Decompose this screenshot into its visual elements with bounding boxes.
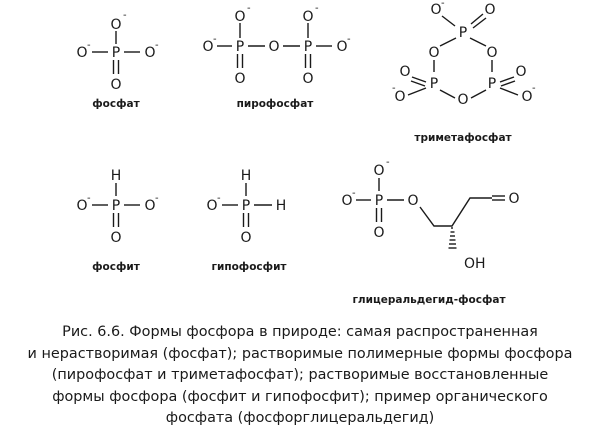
pyro-o-left: O — [202, 39, 213, 55]
phosphite-label: фосфит — [92, 261, 141, 273]
hypo-h-right: H — [276, 198, 287, 214]
tmp-double-bond-right-a — [499, 76, 515, 83]
caption-line-1: Рис. 6.6. Формы фосфора в природе: самая… — [0, 322, 600, 344]
phosphite-o-left-charge: - — [87, 193, 91, 204]
gap-o-left-charge: - — [352, 188, 356, 199]
gap-o-left: O — [341, 193, 352, 209]
gap-o-top-charge: - — [386, 157, 390, 168]
pyrophosphate-label: пирофосфат — [237, 98, 315, 110]
pyro-o-right-charge: - — [347, 34, 351, 45]
tmp-o-top-left-charge: - — [441, 0, 445, 9]
hypo-o-left-charge: - — [217, 193, 221, 204]
tmp-bond-top-left — [441, 15, 456, 27]
caption-line-2: и нерастворимая (фосфат); растворимые по… — [27, 345, 573, 362]
phosphate-o-top-charge: - — [123, 10, 127, 21]
hypophosphite-structure: H O - P H O гипофосфит — [206, 168, 287, 273]
figure-caption: Рис. 6.6. Формы фосфора в природе: самая… — [0, 322, 600, 430]
pyrophosphate-structure: O - O - O - P O P O - O O пирофосфат — [202, 3, 351, 110]
tmp-o-right-lower: O — [521, 89, 532, 105]
tmp-bond-left-lower — [407, 87, 427, 96]
phosphite-o-bottom: O — [110, 230, 121, 246]
tmp-o-right-lower-charge: - — [532, 83, 536, 94]
tmp-p-top: P — [459, 25, 467, 41]
caption-line-3: (пирофосфат и триметафосфат); растворимы… — [51, 367, 549, 383]
tmp-o-ring-left: O — [428, 45, 439, 61]
pyro-o-bottom-2: O — [302, 71, 313, 87]
gap-o-ester: O — [407, 193, 418, 209]
gap-o-aldehyde: O — [508, 191, 519, 207]
phosphate-p: P — [112, 45, 120, 61]
phosphite-o-right: O — [144, 198, 155, 214]
phosphate-o-right: O — [144, 45, 155, 61]
gap-hashed-wedge-bond — [448, 227, 457, 249]
phosphite-structure: H O - P O - O фосфит — [76, 168, 159, 273]
tmp-o-top-right: O — [484, 2, 495, 18]
tmp-double-bond-left-a — [411, 76, 427, 83]
phosphite-o-right-charge: - — [155, 193, 159, 204]
tmp-bond-right-lower — [499, 87, 519, 96]
pyro-p-2: P — [304, 39, 312, 55]
tmp-ring-bond-2 — [469, 37, 487, 47]
tmp-double-bond-top-b — [472, 17, 487, 29]
phosphate-o-bottom: O — [110, 77, 121, 93]
caption-line-5: фосфата (фосфорглицеральдегид) — [165, 410, 435, 426]
trimetaphosphate-label: триметафосфат — [414, 132, 512, 144]
tmp-o-top-left: O — [430, 2, 441, 18]
glyceraldehyde-phosphate-label: глицеральдегид-фосфат — [352, 294, 506, 306]
phosphate-label: фосфат — [92, 98, 140, 110]
gap-o-top: O — [373, 163, 384, 179]
gap-o-bottom: O — [373, 225, 384, 241]
pyro-o-top-2-charge: - — [315, 3, 319, 14]
phosphite-p: P — [112, 198, 120, 214]
pyro-o-top-2: O — [302, 9, 313, 25]
tmp-ring-bond-1 — [439, 37, 457, 47]
tmp-double-bond-right-b — [500, 80, 516, 87]
phosphate-o-left: O — [76, 45, 87, 61]
caption-line-1-text: Формы фосфора в природе: самая распростр… — [124, 324, 538, 340]
trimetaphosphate-structure: O - O P O O P P O O O - O O - — [392, 0, 536, 144]
gap-p: P — [375, 193, 383, 209]
pyro-o-top-1: O — [234, 9, 245, 25]
phosphate-structure: O - O - P O - O фосфат — [76, 10, 159, 110]
pyro-o-right: O — [336, 39, 347, 55]
pyro-o-left-charge: - — [213, 34, 217, 45]
tmp-o-left-lower-charge: - — [392, 83, 396, 94]
pyro-p-1: P — [236, 39, 244, 55]
hypo-o-left: O — [206, 198, 217, 214]
phosphate-o-top: O — [110, 17, 121, 33]
tmp-o-ring-right: O — [486, 45, 497, 61]
hypo-h-top: H — [241, 168, 252, 184]
tmp-double-bond-left-b — [410, 80, 426, 87]
tmp-o-right-upper: O — [515, 64, 526, 80]
tmp-ring-bond-6 — [470, 89, 487, 99]
hypo-o-bottom: O — [240, 230, 251, 246]
pyro-o-bottom-1: O — [234, 71, 245, 87]
figure-label: Рис. 6.6. — [62, 324, 125, 340]
tmp-p-right: P — [488, 76, 496, 92]
phosphite-o-left: O — [76, 198, 87, 214]
phosphorus-forms-diagram: O - O - P O - O фосфат O - O - O - P O P… — [76, 0, 536, 306]
tmp-double-bond-top-a — [470, 13, 484, 25]
glyceraldehyde-phosphate-structure: O - O - P O O OH O глицеральдегид-фосфат — [341, 157, 519, 306]
hypo-p: P — [242, 198, 250, 214]
pyro-o-top-1-charge: - — [247, 3, 251, 14]
tmp-o-ring-bottom: O — [457, 92, 468, 108]
tmp-o-left-upper: O — [399, 64, 410, 80]
pyro-o-bridge: O — [268, 39, 279, 55]
phosphate-o-left-charge: - — [87, 40, 91, 51]
gap-carbon-chain — [419, 197, 492, 227]
phosphate-o-right-charge: - — [155, 40, 159, 51]
caption-line-4: формы фосфора (фосфит и гипофосфит); при… — [52, 388, 548, 405]
tmp-p-left: P — [430, 76, 438, 92]
phosphite-h: H — [111, 168, 122, 184]
gap-oh: OH — [464, 256, 486, 272]
hypophosphite-label: гипофосфит — [211, 261, 287, 273]
tmp-o-left-lower: O — [394, 89, 405, 105]
tmp-ring-bond-5 — [439, 89, 456, 99]
